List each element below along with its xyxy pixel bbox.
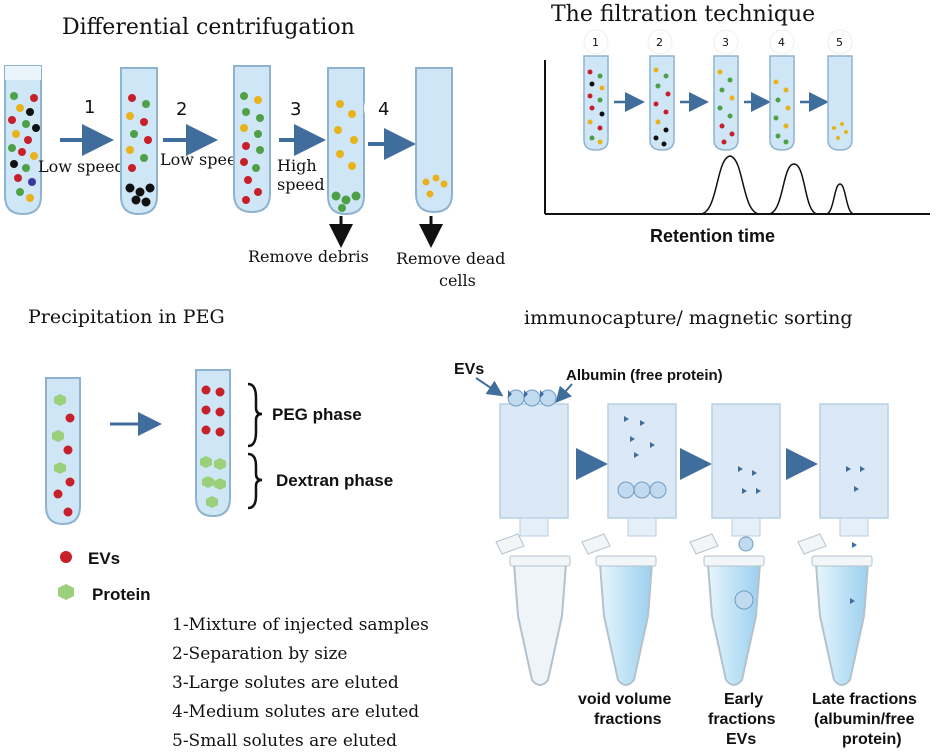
centrifuge-tube-3 — [233, 65, 271, 214]
remove-dead-label-line1: Remove dead — [396, 249, 505, 268]
step-2-bubble — [162, 88, 202, 128]
centrifuge-tube-1 — [4, 65, 42, 216]
legend-list-item-3: 3-Large solutes are eluted — [172, 673, 399, 693]
fraction-2-line1: Early — [724, 691, 763, 708]
albumin-callout-arrow — [555, 383, 573, 404]
peg-phase-brace — [247, 382, 263, 448]
peg-tube-before — [45, 377, 81, 526]
legend-list-item-4: 4-Medium solutes are eluted — [172, 702, 419, 722]
filtration-tube-3 — [713, 55, 739, 151]
step-4-bubble — [364, 88, 404, 128]
column-1 — [499, 389, 569, 537]
tube-5-particles — [422, 174, 448, 198]
tube-1-particles — [8, 92, 40, 202]
legend-list-item-1: 1-Mixture of injected samples — [172, 615, 429, 635]
centrifuge-tube-5 — [415, 67, 453, 214]
albumin-callout-label: Albumin (free protein) — [566, 367, 723, 384]
fraction-3-line1: Late fractions — [812, 691, 917, 708]
differential-title: Differential centrifugation — [62, 15, 355, 40]
evs-callout-arrow — [475, 377, 504, 397]
filtration-num-4: 4 — [778, 36, 785, 49]
evs-callout-label: EVs — [454, 361, 484, 378]
legend-protein-label: Protein — [92, 585, 151, 604]
legend-protein-icon — [58, 584, 74, 600]
remove-dead-label-line2: cells — [439, 271, 476, 290]
filtration-num-2: 2 — [656, 36, 663, 49]
filtration-title: The filtration technique — [551, 2, 815, 27]
peg-title: Precipitation in PEG — [28, 306, 225, 328]
step-2-label: Low speed — [160, 150, 247, 169]
fraction-1-line2: fractions — [594, 711, 662, 728]
filtration-num-3: 3 — [722, 36, 729, 49]
filtration-numbers: 1 2 3 4 5 — [583, 29, 853, 55]
column-2 — [607, 403, 677, 537]
peg-phase-label: PEG phase — [272, 405, 362, 424]
eppendorf-tube-1 — [495, 533, 571, 686]
step-3-bubble — [276, 88, 316, 128]
dextran-phase-label: Dextran phase — [276, 471, 393, 490]
step-1-bubble — [70, 86, 110, 126]
remove-debris-label: Remove debris — [248, 247, 369, 266]
legend-evs-label: EVs — [88, 549, 120, 568]
centrifuge-tube-4 — [327, 67, 365, 216]
peak-large — [699, 155, 761, 215]
tube-2-particles — [125, 94, 155, 207]
fraction-2-line3: EVs — [726, 731, 756, 748]
legend-evs-icon — [60, 551, 72, 563]
filtration-tube-4 — [769, 55, 795, 151]
column-4 — [819, 403, 889, 548]
peak-small — [825, 183, 855, 215]
fraction-3-line3: protein) — [842, 731, 902, 748]
retention-time-label: Retention time — [650, 226, 775, 246]
eppendorf-tube-3 — [689, 533, 765, 686]
step-2-number: 2 — [176, 99, 187, 120]
peak-medium — [767, 163, 819, 215]
tube-3-particles — [240, 92, 264, 204]
fraction-2-line2: fractions — [708, 711, 776, 728]
step-4-number: 4 — [378, 99, 389, 120]
filtration-tube-1 — [583, 55, 609, 151]
tube-4-particles — [331, 100, 361, 212]
legend-list-item-2: 2-Separation by size — [172, 644, 347, 664]
peg-tube-after — [195, 369, 231, 518]
fraction-3-line2: (albumin/free — [814, 711, 915, 728]
filtration-num-1: 1 — [592, 36, 599, 49]
step-3-label-line2: speed — [277, 175, 325, 194]
step-1-label: Low speed — [38, 157, 125, 176]
filtration-num-5: 5 — [836, 36, 843, 49]
step-3-label-line1: High — [277, 156, 317, 175]
fraction-1-line1: void volume — [578, 691, 671, 708]
eppendorf-tube-4 — [797, 533, 873, 686]
step-3-number: 3 — [290, 99, 301, 120]
filtration-tube-5 — [827, 55, 853, 151]
dextran-phase-brace — [247, 452, 263, 510]
eppendorf-tube-2 — [581, 533, 657, 686]
step-1-number: 1 — [84, 97, 95, 118]
legend-list-item-5: 5-Small solutes are eluted — [172, 731, 397, 751]
column-3 — [711, 403, 781, 552]
immuno-title: immunocapture/ magnetic sorting — [524, 307, 853, 329]
filtration-tube-2 — [649, 55, 675, 151]
